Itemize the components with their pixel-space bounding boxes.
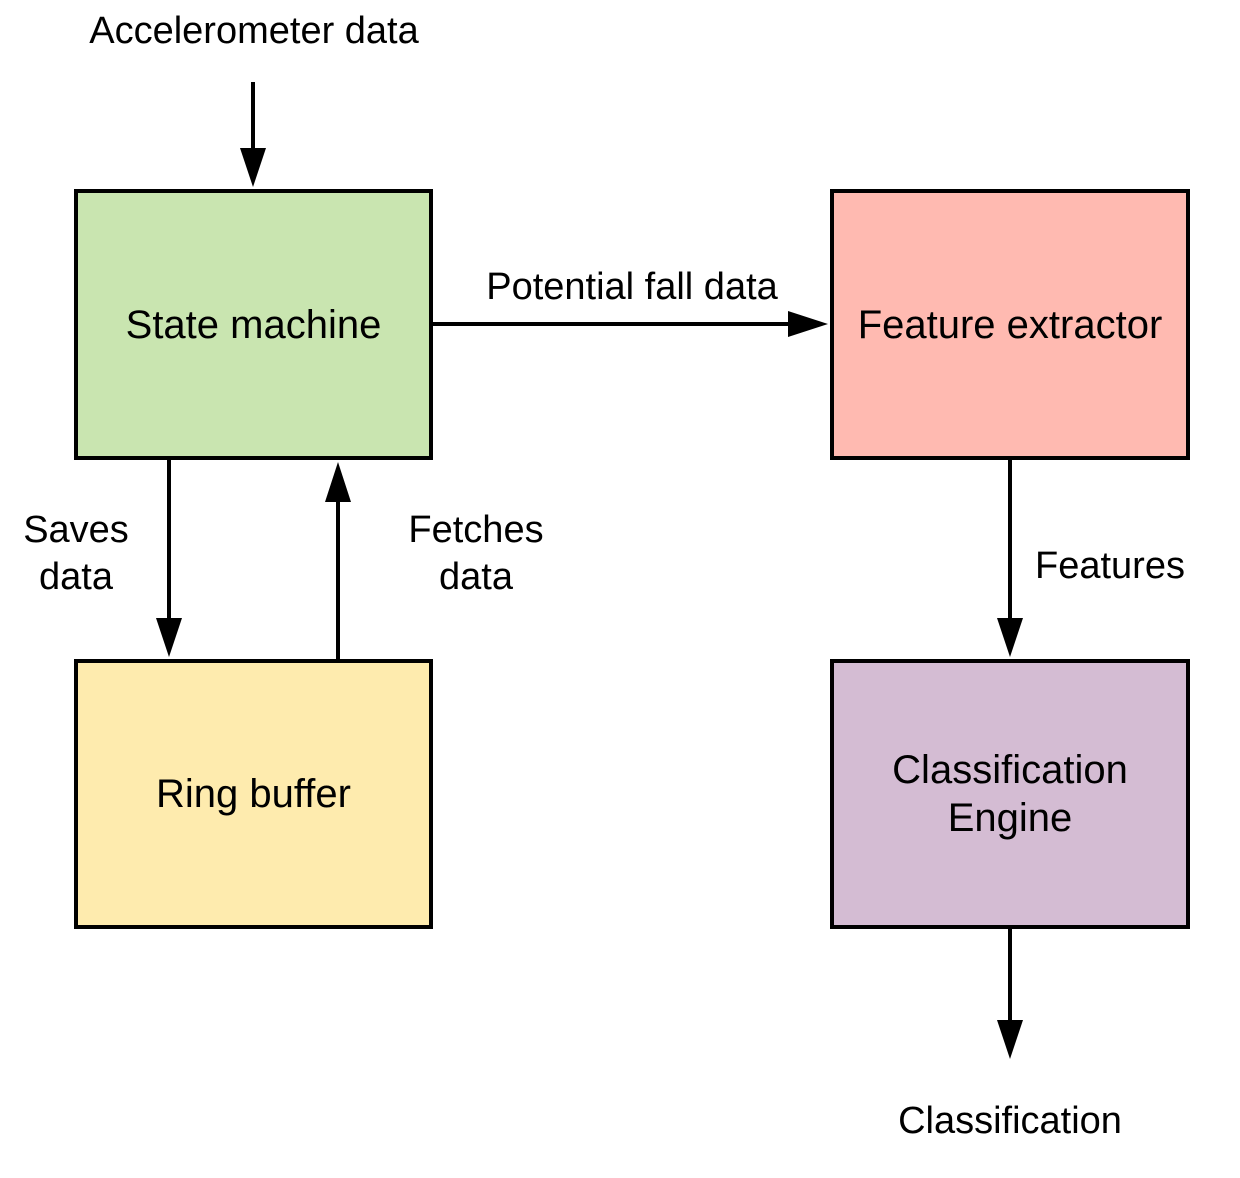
classification-output-label: Classification [898, 1100, 1122, 1142]
feature-extractor-box: Feature extractor [830, 189, 1190, 460]
ring-buffer-label: Ring buffer [156, 772, 351, 816]
state-machine-label: State machine [125, 302, 382, 347]
arrowhead-state-machine-to-ring-buffer [156, 618, 182, 657]
classification-engine-label: Classification Engine [892, 748, 1128, 840]
arrowhead-classification-engine-to-output [997, 1020, 1023, 1059]
classification-engine-box: Classification Engine [830, 659, 1190, 929]
saves-data-label: Saves data [23, 509, 129, 598]
feature-extractor-label: Feature extractor [857, 302, 1163, 347]
arrowhead-input-to-state-machine [240, 148, 266, 187]
arrowhead-feature-extractor-to-classification-engine [997, 618, 1023, 657]
state-machine-box: State machine [74, 189, 433, 460]
potential-fall-data-label: Potential fall data [486, 266, 778, 308]
arrowhead-state-machine-to-feature-extractor [788, 311, 828, 337]
ring-buffer-box: Ring buffer [74, 659, 433, 929]
accelerometer-data-label: Accelerometer data [89, 10, 419, 52]
features-label: Features [1035, 545, 1185, 587]
fetches-data-label: Fetches data [408, 509, 544, 598]
arrowhead-ring-buffer-to-state-machine [325, 462, 351, 502]
